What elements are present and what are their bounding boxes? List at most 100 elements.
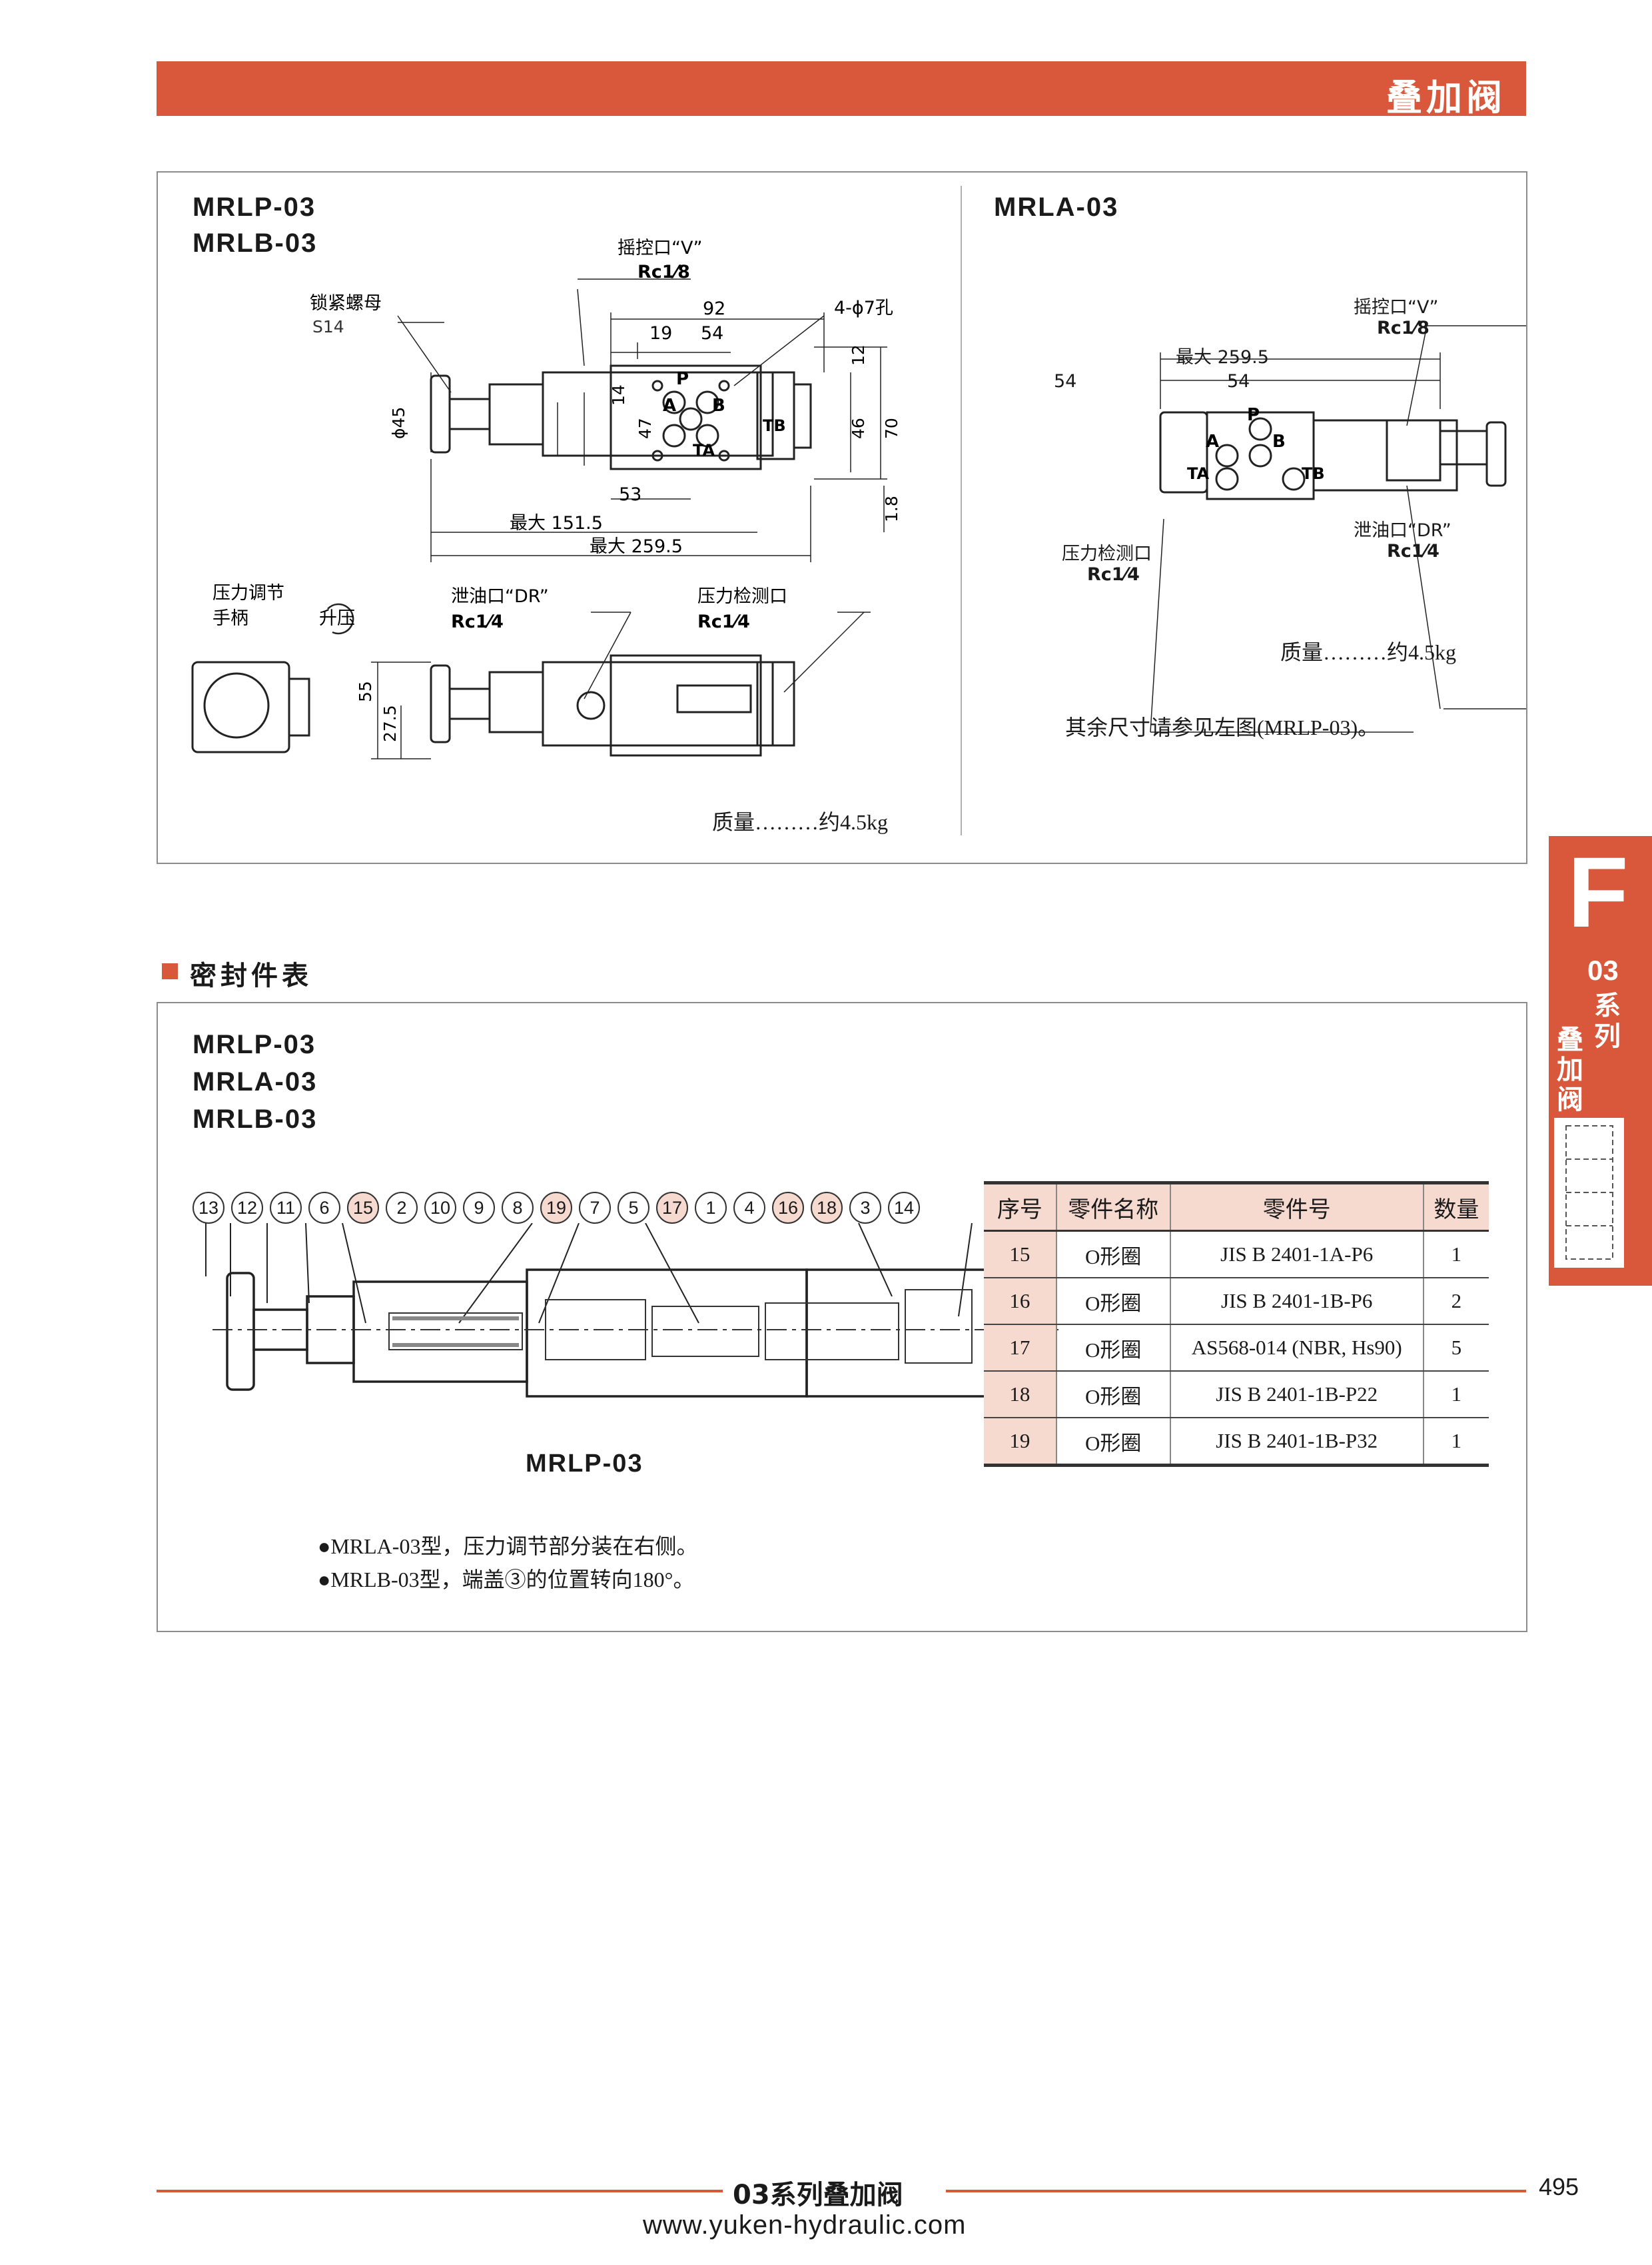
side-tab-xi: 系	[1594, 991, 1621, 1021]
mrla-port-p: P	[1247, 405, 1260, 425]
mrla-note: 其余尺寸请参见左图(MRLP-03)。	[1065, 715, 1380, 739]
cell-part-name: O形圈	[1055, 1324, 1170, 1372]
table-row: 15 O形圈 JIS B 2401-1A-P6 1	[984, 1230, 1489, 1278]
side-tab-inner: 03 系 列 叠 加 阀	[1549, 955, 1631, 1278]
footer-url[interactable]: www.yuken-hydraulic.com	[643, 2210, 967, 2240]
part-balloon-18: 18	[811, 1192, 843, 1224]
part-balloon-2: 2	[386, 1192, 418, 1224]
mrlp-sectional-drawing	[205, 1223, 1058, 1398]
side-tab: F 03 系 列 叠 加 阀	[1549, 836, 1652, 1286]
part-balloon-15: 15	[347, 1192, 379, 1224]
seal-model-mrlb-03: MRLB-03	[193, 1105, 318, 1134]
part-balloon-10: 10	[424, 1192, 456, 1224]
table-row: 16 O形圈 JIS B 2401-1B-P6 2	[984, 1278, 1489, 1325]
cell-part-number: JIS B 2401-1A-P6	[1169, 1230, 1424, 1278]
dim-46: 46	[849, 418, 868, 439]
label-raise: 升压	[319, 608, 355, 629]
part-balloon-14: 14	[888, 1192, 920, 1224]
cell-no: 15	[984, 1230, 1056, 1278]
dim-14: 14	[609, 384, 628, 406]
port-b: B	[712, 396, 725, 416]
part-balloon-5: 5	[618, 1192, 649, 1224]
dimension-panel: MRLP-03 MRLB-03 MRLA-03	[157, 171, 1527, 864]
header-bar: 叠加阀	[157, 61, 1526, 119]
part-balloon-7: 7	[579, 1192, 611, 1224]
dim-max-151-5: 最大 151.5	[510, 513, 603, 534]
mrla-port-a: A	[1206, 432, 1219, 452]
port-p: P	[676, 369, 689, 389]
sectional-drawing-caption: MRLP-03	[526, 1450, 643, 1478]
mrla-dim-max-259-5: 最大 259.5	[1176, 347, 1269, 368]
model-mrlp-03: MRLP-03	[193, 193, 316, 222]
part-balloon-9: 9	[463, 1192, 495, 1224]
dim-92: 92	[703, 298, 725, 319]
mrla-label-drain-size: Rc1⁄4	[1387, 541, 1440, 562]
port-tb: TB	[763, 416, 786, 435]
side-tab-fa: 阀	[1557, 1085, 1583, 1115]
label-drain-size: Rc1⁄4	[451, 612, 504, 632]
cell-quantity: 1	[1422, 1230, 1489, 1278]
label-lock-nut: 锁紧螺母	[310, 293, 382, 314]
part-balloon-12: 12	[231, 1192, 263, 1224]
table-row: 18 O形圈 JIS B 2401-1B-P22 1	[984, 1371, 1489, 1418]
model-mrlb-03: MRLB-03	[193, 228, 318, 258]
seal-section-title: 密封件表	[190, 961, 312, 991]
label-lock-nut-size: S14	[312, 317, 344, 336]
label-holes: 4-ϕ7孔	[834, 298, 893, 318]
port-a: A	[663, 396, 676, 416]
mrla-label-pilot-port: 摇控口“V”	[1354, 297, 1439, 318]
label-handle-1: 压力调节	[212, 583, 284, 604]
cell-part-name: O形圈	[1055, 1371, 1170, 1418]
mrla-dim-54b: 54	[1227, 371, 1250, 392]
cell-quantity: 5	[1422, 1324, 1489, 1372]
dim-27-5: 27.5	[380, 705, 400, 742]
mrla-label-gauge: 压力检测口	[1062, 544, 1152, 564]
seal-model-mrla-03: MRLA-03	[193, 1067, 318, 1097]
cell-no: 18	[984, 1371, 1056, 1418]
part-balloon-6: 6	[308, 1192, 340, 1224]
mrlp-dimension-drawing: 摇控口“V” Rc1⁄8 锁紧螺母 S14 4-ϕ7孔 92 19 54 12 …	[191, 238, 901, 759]
cell-part-number: JIS B 2401-1B-P32	[1169, 1418, 1424, 1467]
dim-55: 55	[356, 681, 375, 702]
panel-divider	[961, 186, 962, 835]
side-tab-graphic	[1554, 1118, 1624, 1268]
dim-phi45: ϕ45	[389, 407, 408, 439]
mrla-port-b: B	[1272, 432, 1286, 452]
side-tab-jia: 加	[1557, 1055, 1583, 1085]
cell-part-number: JIS B 2401-1B-P22	[1169, 1371, 1424, 1418]
part-balloon-11: 11	[270, 1192, 302, 1224]
cell-no: 17	[984, 1324, 1056, 1372]
dim-12: 12	[849, 344, 868, 366]
mrlp-mass: 质量………约4.5kg	[712, 810, 889, 834]
table-row: 17 O形圈 AS568-014 (NBR, Hs90) 5	[984, 1324, 1489, 1372]
label-handle-2: 手柄	[212, 608, 248, 629]
dim-70: 70	[882, 418, 901, 439]
cell-part-number: AS568-014 (NBR, Hs90)	[1169, 1324, 1424, 1372]
footer-title: 03系列叠加阀	[733, 2180, 903, 2210]
side-tab-letter: F	[1567, 836, 1629, 948]
part-balloon-16: 16	[772, 1192, 804, 1224]
seal-note-2: ●MRLB-03型，端盖③的位置转向180°。	[318, 1568, 695, 1591]
port-ta: TA	[693, 441, 715, 460]
dim-max-259-5: 最大 259.5	[590, 536, 683, 557]
section-square-icon	[162, 963, 178, 979]
th-part-number: 零件号	[1169, 1181, 1424, 1232]
dim-19: 19	[649, 323, 672, 344]
model-mrla-03: MRLA-03	[994, 193, 1119, 222]
cell-part-name: O形圈	[1055, 1418, 1170, 1467]
seal-table: 序号 零件名称 零件号 数量 15 O形圈 JIS B 2401-1A-P6 1…	[984, 1181, 1489, 1467]
mrla-dimension-drawing: P A B TA TB	[1150, 325, 1526, 733]
header-title: 叠加阀	[1386, 77, 1506, 119]
side-tab-lie: 列	[1594, 1022, 1621, 1051]
part-balloon-3: 3	[849, 1192, 881, 1224]
side-tab-03: 03	[1587, 955, 1619, 986]
dim-53: 53	[619, 484, 641, 505]
footer-line-left	[157, 2190, 723, 2192]
mrla-label-pilot-port-size: Rc1⁄8	[1377, 318, 1430, 338]
label-gauge: 压力检测口	[697, 586, 787, 607]
part-balloon-19: 19	[540, 1192, 572, 1224]
dim-54: 54	[701, 323, 723, 344]
side-tab-die: 叠	[1557, 1025, 1583, 1055]
part-balloon-4: 4	[733, 1192, 765, 1224]
